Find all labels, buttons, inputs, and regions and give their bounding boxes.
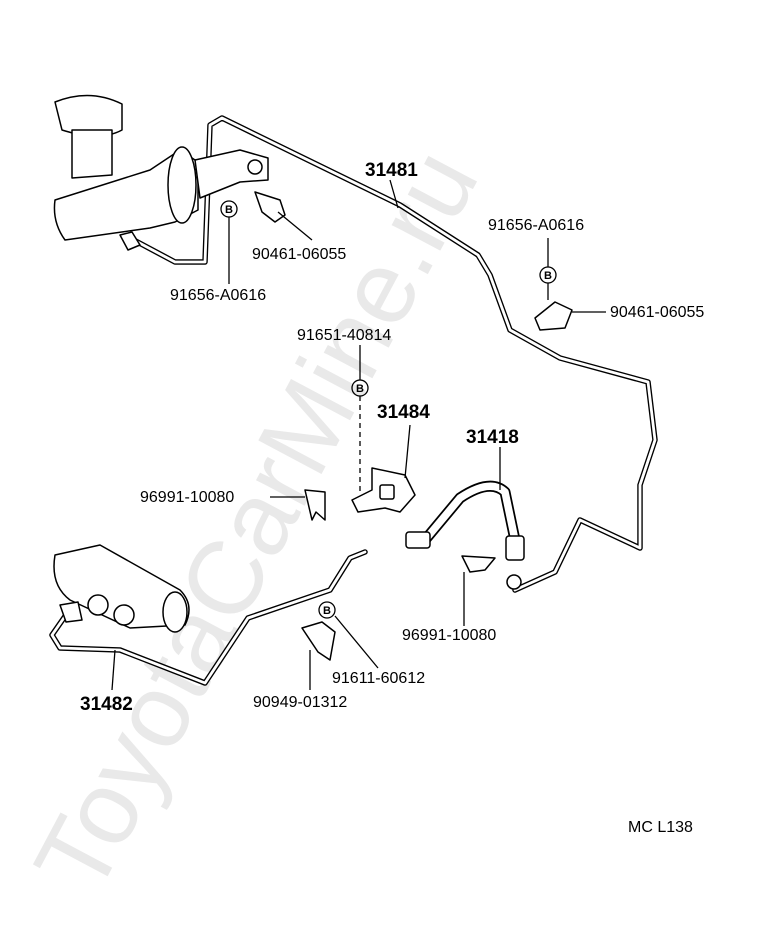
marker-b-right: B [539, 266, 557, 284]
label-bolt-bottom: 91611-60612 [332, 670, 425, 687]
label-31481: 31481 [365, 160, 418, 181]
label-31418: 31418 [466, 427, 519, 448]
clamp-bottom-part [301, 621, 336, 661]
release-cylinder [53, 544, 190, 633]
svg-text:B: B [323, 605, 331, 617]
bracket-31484-part [351, 467, 416, 513]
svg-text:B: B [225, 204, 233, 216]
clip-left-part [304, 489, 326, 521]
svg-text:B: B [544, 270, 552, 282]
label-clip-mid: 96991-10080 [402, 627, 496, 644]
hose-end-fitting-right [505, 535, 525, 561]
hose-31418 [405, 480, 525, 590]
marker-b-bottom: B [318, 601, 336, 619]
union-fitting [506, 574, 522, 590]
label-31484: 31484 [377, 402, 430, 423]
diagram-code: MC L138 [628, 819, 693, 836]
pipe-31482 [49, 549, 368, 686]
clip-right-part [534, 301, 573, 331]
label-bolt-center: 91651-40814 [297, 327, 391, 344]
hose-end-fitting-left [405, 531, 431, 549]
marker-b-top-left: B [220, 200, 238, 218]
label-bolt-top-left: 90461-06055 [252, 246, 346, 263]
master-cylinder [53, 94, 269, 251]
label-clamp-bottom: 90949-01312 [253, 694, 347, 711]
clip-top-left-part [254, 191, 286, 223]
label-clip-left: 96991-10080 [140, 489, 234, 506]
label-bolt-right: 90461-06055 [610, 304, 704, 321]
leader-lines [111, 179, 606, 691]
clip-mid-part [461, 555, 496, 573]
label-clip-right: 91656-A0616 [488, 217, 584, 234]
label-31482: 31482 [80, 694, 133, 715]
label-clip-top-left: 91656-A0616 [170, 287, 266, 304]
svg-text:B: B [356, 383, 364, 395]
